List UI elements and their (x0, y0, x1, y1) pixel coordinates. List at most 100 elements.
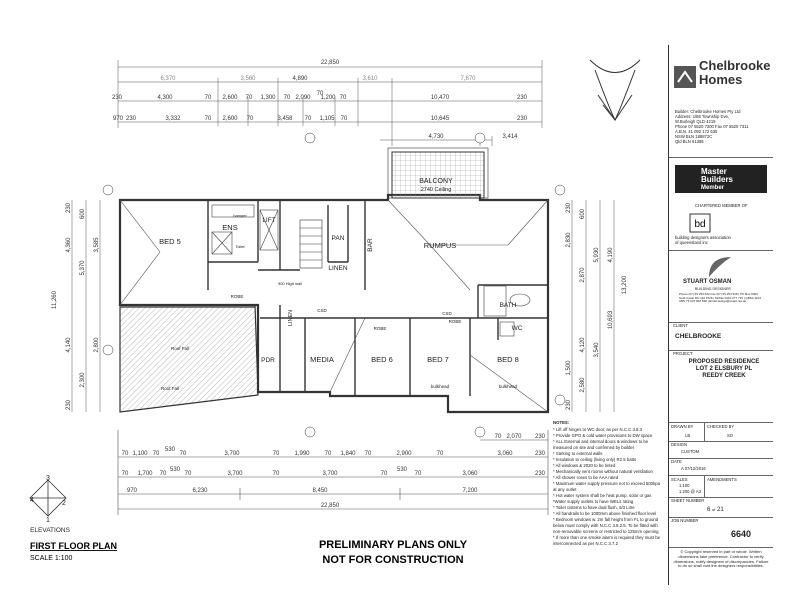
bottom-dimensions (117, 430, 549, 515)
job-number: 6640 (731, 529, 752, 539)
stair (299, 219, 323, 269)
room-balcony: BALCONY (419, 178, 453, 185)
svg-text:70: 70 (341, 116, 348, 122)
svg-text:70: 70 (365, 451, 372, 457)
svg-text:1,300: 1,300 (260, 95, 276, 101)
room-rumpus: RUMPUS (424, 241, 457, 250)
svg-text:3,700: 3,700 (227, 471, 243, 477)
svg-text:2,600: 2,600 (222, 95, 238, 101)
svg-text:1,105: 1,105 (319, 116, 335, 122)
svg-text:230: 230 (126, 116, 137, 122)
svg-text:1,700: 1,700 (137, 471, 153, 477)
svg-text:70: 70 (153, 451, 160, 457)
svg-text:70: 70 (415, 471, 422, 477)
room-wc: WC (512, 325, 523, 332)
room-bath: BATH (500, 302, 517, 309)
grid-markers (102, 132, 566, 438)
svg-text:hamper: hamper (233, 213, 247, 218)
stamp-line-2: NOT FOR CONSTRUCTION (322, 554, 463, 566)
svg-text:600: 600 (80, 208, 86, 219)
bottom-dim-labels: 70 2,070 230 70 1,100 70 530 70 3,700 70… (122, 434, 546, 509)
svg-text:4,300: 4,300 (157, 95, 173, 101)
svg-text:11,260: 11,260 (52, 290, 58, 309)
north-arrow (589, 59, 641, 122)
svg-text:70: 70 (340, 95, 347, 101)
svg-text:230: 230 (66, 399, 72, 410)
title-block: Chelbrooke Homes Builder: Chelbrooke Hom… (668, 45, 773, 585)
svg-text:8,450: 8,450 (312, 488, 328, 494)
svg-text:70: 70 (180, 451, 187, 457)
svg-text:* Toilet cisterns to have dual: * Toilet cisterns to have dual flush, 6/… (553, 505, 635, 510)
svg-text:70: 70 (273, 471, 280, 477)
chelbrooke-logo-icon (674, 66, 696, 88)
svg-text:530: 530 (397, 467, 408, 473)
room-bed6: BED 6 (371, 355, 393, 364)
svg-text:1,200: 1,200 (320, 95, 336, 101)
svg-text:10,645: 10,645 (431, 116, 450, 122)
svg-text:bd: bd (694, 219, 705, 230)
svg-text:ROBE: ROBE (449, 319, 462, 324)
svg-text:70: 70 (122, 471, 129, 477)
svg-text:2,800: 2,800 (94, 337, 100, 353)
balcony-ceiling: 2740 Ceiling (421, 187, 452, 193)
svg-text:70: 70 (437, 451, 444, 457)
svg-text:3,332: 3,332 (165, 116, 181, 122)
svg-text:2,580: 2,580 (580, 377, 586, 393)
svg-text:230: 230 (535, 434, 546, 440)
svg-text:70: 70 (122, 451, 129, 457)
svg-text:3,560: 3,560 (240, 76, 256, 82)
svg-text:230: 230 (112, 95, 123, 101)
svg-text:4,890: 4,890 (292, 76, 308, 82)
room-bed7: BED 7 (427, 355, 449, 364)
svg-text:6,370: 6,370 (160, 76, 176, 82)
svg-text:CSD: CSD (317, 308, 327, 313)
stamp-line-1: PRELIMINARY PLANS ONLY (319, 539, 468, 551)
svg-text:970: 970 (127, 488, 138, 494)
svg-text:900 High wall: 900 High wall (278, 281, 302, 286)
svg-text:70: 70 (185, 471, 192, 477)
room-labels: BED 5 ENS LIFT PAN BAR RUMPUS BALCONY 27… (159, 178, 523, 391)
svg-text:2,900: 2,900 (396, 451, 412, 457)
svg-text:* Lift off hinges to WC door,: * Lift off hinges to WC door, as per N.C… (553, 427, 643, 432)
svg-text:13,200: 13,200 (622, 275, 628, 294)
svg-text:NOTES:: NOTES: (553, 420, 570, 425)
svg-text:70: 70 (495, 434, 502, 440)
svg-text:3,458: 3,458 (277, 116, 293, 122)
sheet-number: 6 (707, 507, 711, 513)
lower-roof (119, 304, 259, 413)
svg-text:3,585: 3,585 (94, 237, 100, 253)
room-linen: LINEN (328, 265, 347, 272)
svg-text:*Water supply outlets to have: *Water supply outlets to have WELs ratin… (553, 499, 634, 504)
svg-text:* If more than one smoke alarm: * If more than one smoke alarm is requir… (553, 535, 661, 540)
room-bar: BAR (367, 238, 374, 252)
svg-text:Roof Fall: Roof Fall (171, 346, 189, 351)
plan-title: FIRST FLOOR PLAN (30, 541, 117, 551)
svg-text:230: 230 (535, 471, 546, 477)
svg-text:* All handrails to be 1000mm a: * All handrails to be 1000mm above finis… (553, 511, 656, 516)
svg-text:1,500: 1,500 (566, 360, 572, 376)
svg-text:70: 70 (160, 471, 167, 477)
room-linen-2: LINEN (288, 310, 294, 326)
elevation-1: 1 (46, 517, 50, 524)
svg-text:3,414: 3,414 (502, 134, 518, 140)
room-media: MEDIA (310, 355, 334, 364)
elevation-2: 2 (62, 500, 66, 507)
svg-text:2,870: 2,870 (580, 267, 586, 283)
svg-text:6,230: 6,230 (192, 488, 208, 494)
svg-text:70: 70 (381, 471, 388, 477)
svg-text:* Mechanically vent rooms with: * Mechanically vent rooms without natura… (553, 469, 653, 474)
svg-text:70: 70 (325, 451, 332, 457)
svg-text:970: 970 (113, 116, 124, 122)
client-name: CHELBROOKE (675, 333, 722, 340)
svg-text:1,840: 1,840 (340, 451, 356, 457)
svg-text:530: 530 (165, 447, 176, 453)
svg-text:2,830: 2,830 (566, 232, 572, 248)
room-bed5: BED 5 (159, 237, 181, 246)
stuart-osman-logo-icon (709, 257, 731, 277)
svg-text:4,190: 4,190 (608, 247, 614, 263)
elevation-4: 4 (30, 497, 34, 504)
svg-text:530: 530 (170, 467, 181, 473)
svg-text:ROBE: ROBE (374, 326, 387, 331)
svg-text:measured on site and confirmed: measured on site and confirmed by builde… (553, 445, 635, 450)
